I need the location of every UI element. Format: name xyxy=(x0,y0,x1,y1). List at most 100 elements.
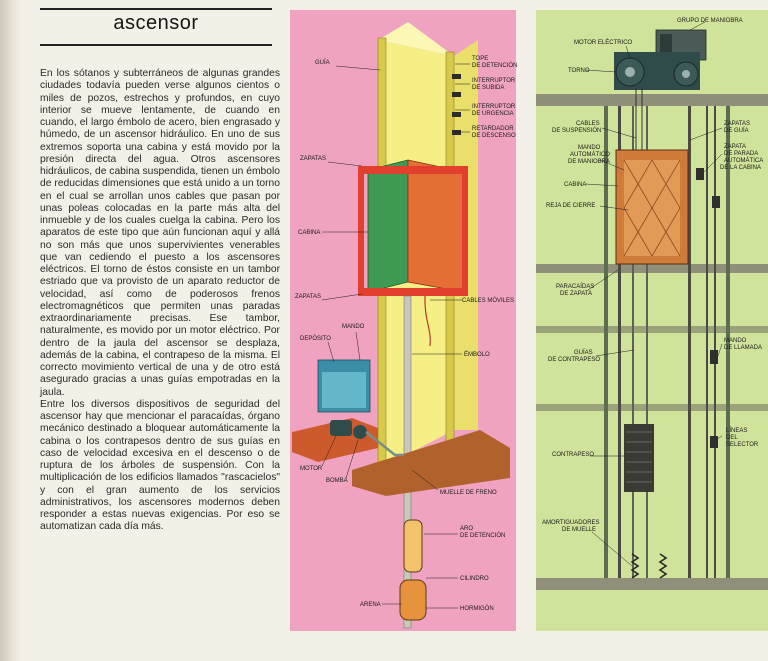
counterweight-guide-2 xyxy=(646,106,648,578)
label-lineas-3: SELECTOR xyxy=(726,442,759,448)
label-lineas-2: DEL xyxy=(726,435,738,441)
up-switch-marker xyxy=(452,92,461,97)
label-bomba: BOMBA xyxy=(326,478,348,484)
label-cabina: CABINA xyxy=(298,230,320,236)
winch-hub xyxy=(682,70,690,78)
label-zapata-parada-2: DE PARADA xyxy=(724,151,758,157)
label-motor-electrico: MOTOR ELÉCTRICO xyxy=(574,39,633,46)
auto-stop-shoe xyxy=(696,168,704,180)
cabin-frame-top xyxy=(358,166,468,174)
cabin-frame-right xyxy=(462,166,468,296)
cabin-guide-rail-right xyxy=(688,106,691,578)
shaft-wall-left xyxy=(604,106,608,578)
label-amortiguadores-2: DE MUELLE xyxy=(562,527,596,533)
stop-detent-marker xyxy=(452,74,461,79)
pump-pipe xyxy=(365,431,404,457)
label-int-subida-1: INTERRUPTOR xyxy=(472,78,516,84)
label-int-urgencia-2: DE URGENCIA xyxy=(472,111,514,117)
label-tope-2: DE DETENCIÓN xyxy=(472,62,517,69)
motor-hub xyxy=(625,67,635,77)
reservoir-water xyxy=(322,372,366,408)
motor-block xyxy=(330,420,352,436)
label-int-subida-2: DE SUBIDA xyxy=(472,85,504,91)
article-paragraph: En los sótanos y subterráneos de algunas… xyxy=(40,68,280,398)
title-rule-bottom xyxy=(40,44,272,46)
label-contrapeso: CONTRAPESO xyxy=(552,452,594,458)
label-aro-1: ARO xyxy=(460,526,473,532)
label-mando-llamada-2: DE LLAMADA xyxy=(724,345,762,351)
pump-body xyxy=(353,425,367,439)
label-retardador-2: DE DESCENSO xyxy=(472,133,516,139)
label-zapata-parada-4: DE LA CABINA xyxy=(720,165,761,171)
label-aro-2: DE DETENCIÓN xyxy=(460,532,505,539)
machine-room-floor xyxy=(536,94,768,106)
label-torno: TORNO xyxy=(568,68,590,74)
floor-slab-1 xyxy=(536,264,768,273)
label-guia: GUÍA xyxy=(315,59,330,66)
shaft-wall-right xyxy=(726,106,730,578)
label-zapata-parada-3: AUTOMÁTICA xyxy=(724,157,763,164)
label-tope-1: TOPE xyxy=(472,56,488,62)
label-mando-auto-1: MANDO xyxy=(578,145,601,151)
label-amortiguadores-1: AMORTIGUADORES xyxy=(542,520,600,526)
counterweight-plates xyxy=(626,431,652,483)
article-paragraph: Entre los diversos dispositivos de segur… xyxy=(40,398,280,533)
label-cilindro: CILINDRO xyxy=(460,576,489,582)
label-grupo-maniobra: GRUPO DE MANIOBRA xyxy=(677,18,743,24)
label-zapata-parada-1: ZAPATA xyxy=(724,144,746,150)
label-embolo: ÉMBOLO xyxy=(464,351,490,358)
cabin-frame-left xyxy=(358,166,364,296)
shaft-pit xyxy=(352,430,510,496)
hydraulic-elevator-diagram xyxy=(292,22,510,629)
title-rule-top xyxy=(40,8,272,10)
label-arena: ARENA xyxy=(360,602,381,608)
label-hormigon: HORMIGÓN xyxy=(460,605,494,612)
label-deposito: DEPÓSITO xyxy=(300,335,331,342)
label-mando-llamada-1: MANDO xyxy=(724,338,747,344)
floor-slab-3 xyxy=(536,404,768,411)
buffer-spring-left xyxy=(630,553,640,579)
label-zapatas-top: ZAPATAS xyxy=(300,156,326,162)
call-control-box xyxy=(710,350,718,364)
page-spine-shadow xyxy=(0,0,22,661)
label-mando: MANDO xyxy=(342,324,365,330)
page-title: ascensor xyxy=(113,12,199,34)
label-cables-susp-2: DE SUSPENSIÓN xyxy=(552,127,601,134)
cabin-left-wall xyxy=(367,159,409,293)
label-muelle-freno: MUELLE DE FRENO xyxy=(440,490,497,496)
label-lineas-1: LÍNEAS xyxy=(726,427,747,434)
label-int-urgencia-1: INTERRUPTOR xyxy=(472,104,516,110)
label-retardador-1: RETARDADOR xyxy=(472,126,514,132)
detent-ring-cylinder xyxy=(403,519,423,573)
descent-retarder-marker xyxy=(452,130,461,135)
label-cabina-electric: CABINA xyxy=(564,182,586,188)
electric-labels: GRUPO DE MANIOBRA MOTOR ELÉCTRICO TORNO … xyxy=(542,18,763,533)
selector-box xyxy=(710,436,718,448)
label-reja-cierre: REJA DE CIERRE xyxy=(546,203,595,209)
cabin-frame-bottom xyxy=(358,288,468,296)
buffer-spring-right xyxy=(658,553,668,579)
label-guias-contrapeso-1: GUÍAS xyxy=(574,349,593,356)
electric-leader-lines xyxy=(585,21,723,567)
label-zapatas-bottom: ZAPATAS xyxy=(295,294,321,300)
hydraulic-leader-lines xyxy=(321,63,470,609)
label-cables-susp-1: CABLES xyxy=(576,121,600,127)
cabin-guide-rail-left xyxy=(618,106,621,578)
moving-cables xyxy=(424,295,431,347)
selector-line-1 xyxy=(706,106,708,578)
label-motor: MOTOR xyxy=(300,466,323,472)
label-guias-contrapeso-2: DE CONTRAPESO xyxy=(548,357,600,363)
counterweight xyxy=(624,424,654,492)
folding-gate-lattice xyxy=(623,159,681,257)
counterweight-guide-1 xyxy=(632,106,634,578)
shaft-top xyxy=(378,22,454,56)
label-cables-moviles: CABLES MÓVILES xyxy=(462,297,514,304)
cabin-back-wall xyxy=(407,159,465,293)
pit-floor xyxy=(536,578,768,590)
control-group-panel xyxy=(660,34,672,56)
cabin-selector-shoe xyxy=(712,196,720,208)
floor-slab-2 xyxy=(536,326,768,333)
label-mando-auto-2: AUTOMÁTICO xyxy=(570,151,610,158)
